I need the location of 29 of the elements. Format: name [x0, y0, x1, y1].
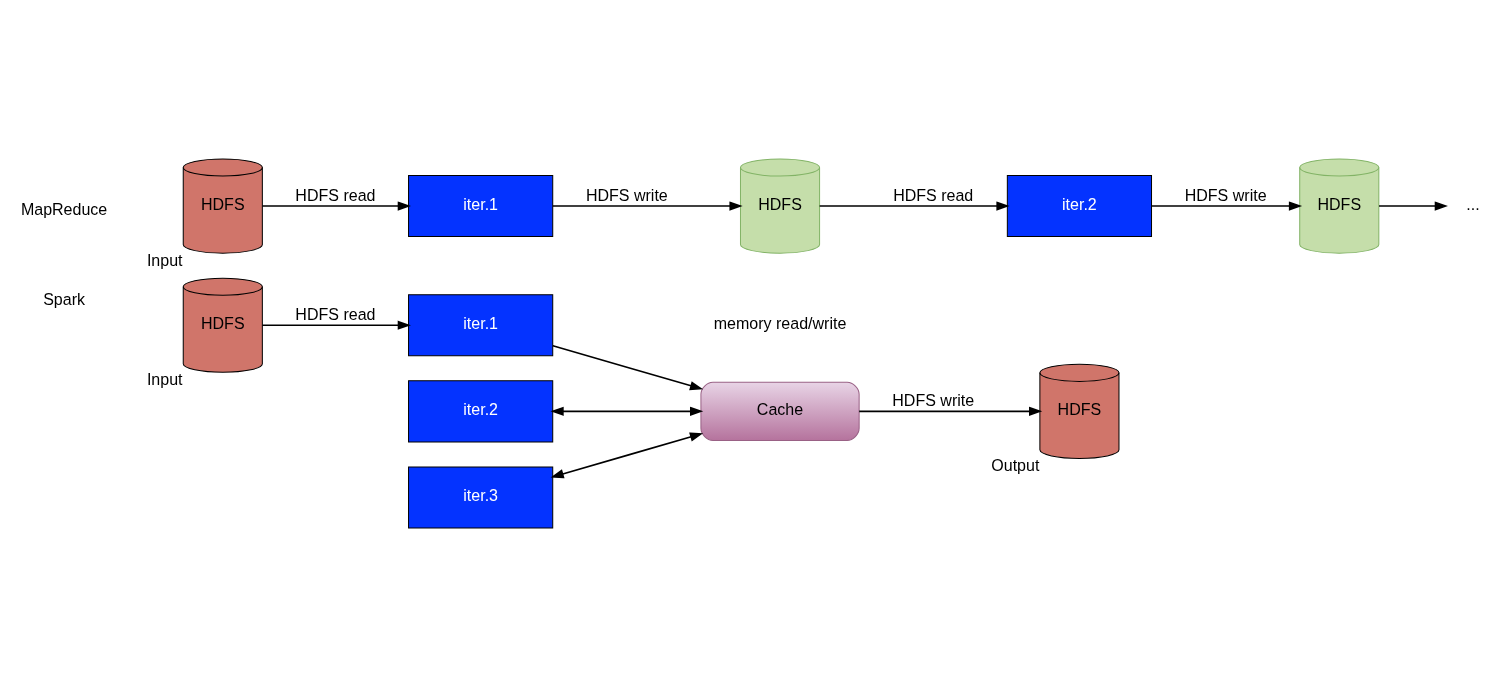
edge-label: HDFS write [585, 185, 668, 204]
edge-label: HDFS read [295, 304, 376, 323]
arrow [552, 200, 743, 211]
arrow [550, 432, 704, 478]
arrow [1378, 200, 1448, 211]
arrow [1150, 200, 1303, 211]
node-label: Input [146, 250, 183, 269]
node-box: iter.2 [1006, 174, 1152, 237]
node-label: Output [991, 455, 1040, 474]
node-box: iter.3 [408, 465, 554, 528]
node-box: iter.1 [408, 174, 554, 237]
arrow [858, 406, 1043, 416]
edge-label: HDFS write [892, 390, 975, 409]
node-box: Cache [700, 381, 860, 441]
node-text: ... [1466, 194, 1480, 213]
node-box: iter.1 [408, 293, 554, 356]
arrow [818, 200, 1010, 211]
label: Spark [43, 289, 85, 308]
arrow [261, 320, 411, 330]
arrow [552, 344, 704, 390]
node-label: memory read/write [713, 313, 847, 332]
arrow [550, 406, 704, 416]
edge-label: HDFS write [1184, 185, 1267, 204]
edge-label: HDFS read [295, 185, 376, 204]
arrow [261, 200, 411, 211]
edge-label: HDFS read [893, 185, 974, 204]
node-label: Input [146, 369, 183, 388]
label: MapReduce [20, 199, 108, 218]
node-box: iter.2 [408, 379, 554, 442]
